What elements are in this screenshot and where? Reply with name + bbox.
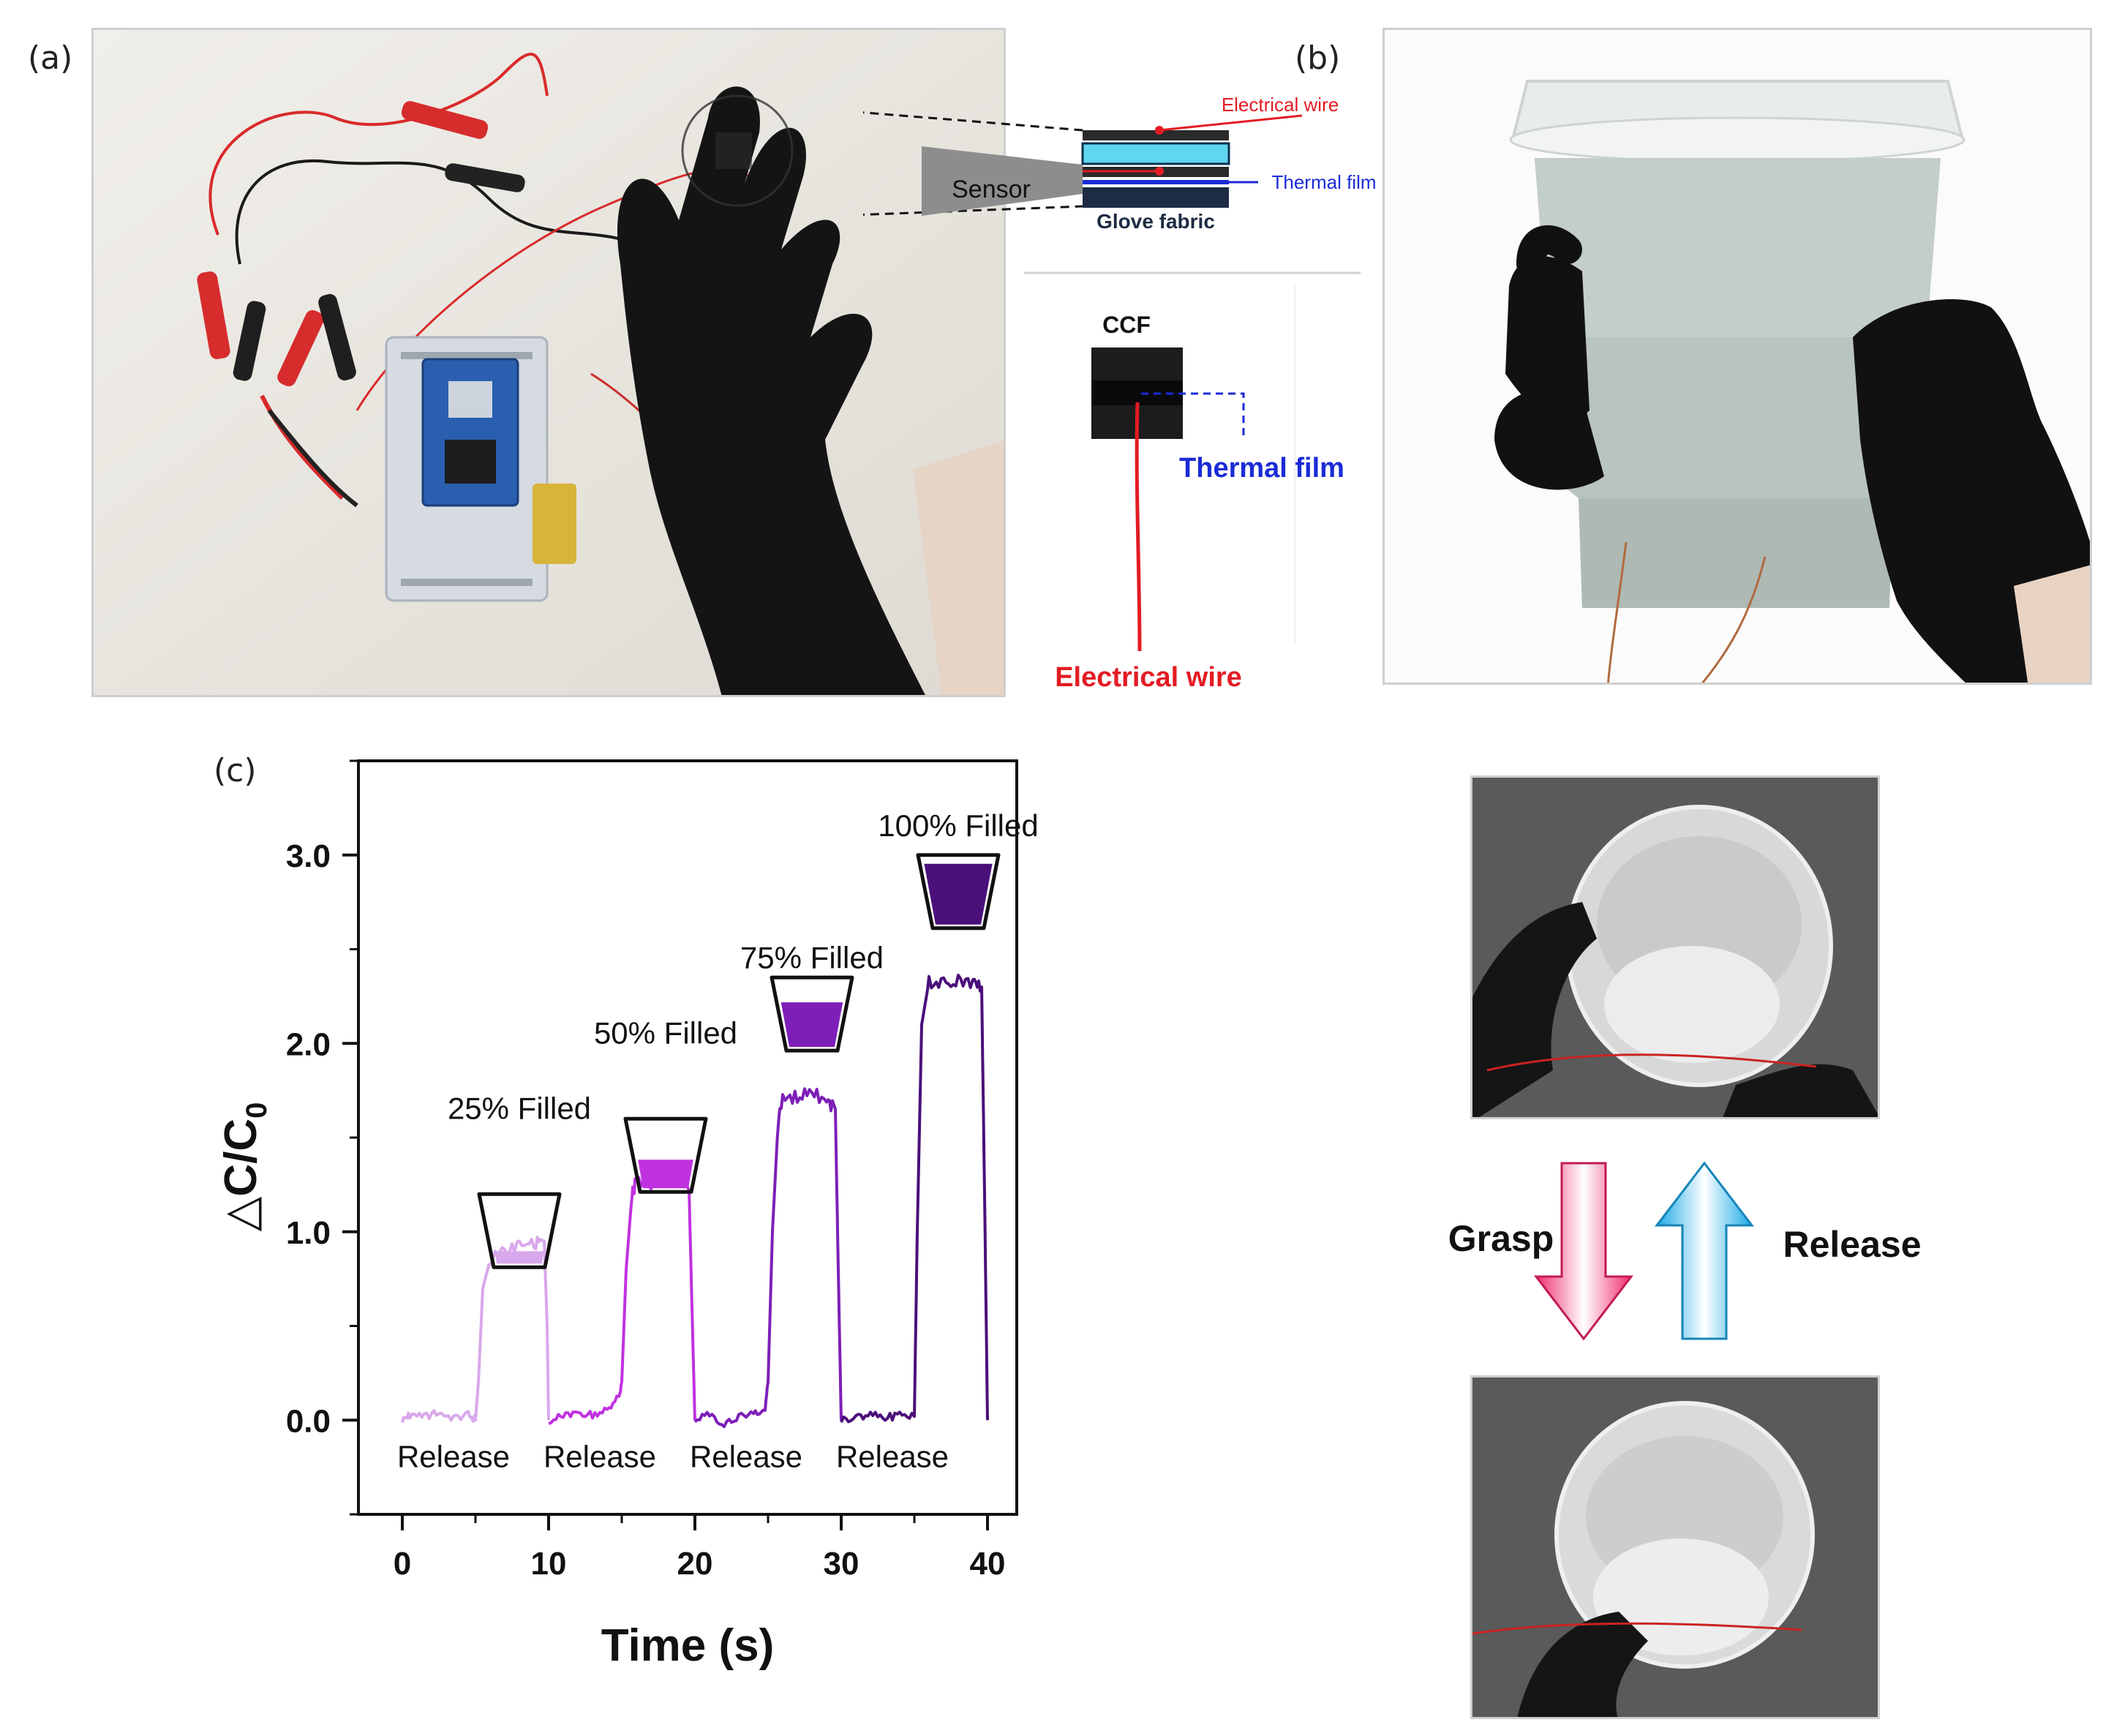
cup-fill-level xyxy=(780,1002,843,1048)
release-photo-illustration xyxy=(1472,1378,1878,1717)
glove-fabric-layer xyxy=(1083,187,1229,208)
chart-plot-area: 0 10 20 30 40 0.0 1.0 2.0 3.0 25% Filled 50% Fille… xyxy=(286,759,1039,1582)
series-line-4 xyxy=(840,974,989,1424)
grasp-label: Grasp xyxy=(1448,1218,1554,1259)
capacitance-chart: 0 10 20 30 40 0.0 1.0 2.0 3.0 25% Filled 50% Fille… xyxy=(216,759,1039,1671)
cup-fill-level xyxy=(638,1160,693,1189)
cup-icon xyxy=(623,1116,708,1194)
x-axis-label: Time (s) xyxy=(601,1620,775,1671)
glove-setup-illustration xyxy=(94,30,1004,695)
cup-icon xyxy=(916,853,1001,931)
release-label: Release xyxy=(397,1440,510,1474)
series-line-3 xyxy=(693,1087,843,1429)
top-electrode-layer xyxy=(1083,130,1229,140)
series-line-2 xyxy=(548,1169,696,1425)
grasp-release-arrows: Grasp Release xyxy=(1448,1161,1922,1341)
sensor-label: Sensor xyxy=(952,176,1031,203)
y-tick-label: 1.0 xyxy=(286,1215,331,1251)
fill-label: 50% Filled xyxy=(594,1015,737,1050)
grasp-photo xyxy=(1470,775,1880,1119)
panel-label-b: (b) xyxy=(1295,40,1341,77)
projection-line-top xyxy=(863,111,1083,132)
x-tick-label: 20 xyxy=(677,1546,713,1582)
y-tick-label: 2.0 xyxy=(286,1026,331,1062)
series-line-1 xyxy=(401,1236,550,1423)
sensor-schematic: Sensor Electrical wire Thermal film Glov… xyxy=(863,94,1375,693)
release-label: Release xyxy=(690,1440,802,1474)
release-arrow-label: Release xyxy=(1783,1224,1921,1265)
thermal-film-layer xyxy=(1083,180,1229,184)
thermal-film-layer-label: Thermal film xyxy=(1271,171,1375,193)
fill-label: 100% Filled xyxy=(878,808,1038,843)
panel-label-a: (a) xyxy=(28,40,73,77)
release-arrow-icon xyxy=(1654,1161,1755,1340)
ccf-electrical-wire xyxy=(1135,402,1142,652)
electrical-wire-layer-label: Electrical wire xyxy=(1222,94,1339,116)
projection-line-bottom xyxy=(863,205,1083,216)
release-label: Release xyxy=(543,1440,656,1474)
panel-label-c: (c) xyxy=(214,752,257,789)
ccf-electrical-wire-label: Electrical wire xyxy=(1055,662,1242,693)
release-photo xyxy=(1470,1375,1880,1719)
release-label: Release xyxy=(836,1440,949,1474)
y-tick-label: 0.0 xyxy=(286,1403,331,1439)
y-axis-label: △C/C0 xyxy=(216,1102,273,1232)
fill-label: 75% Filled xyxy=(740,940,884,974)
x-tick-label: 10 xyxy=(531,1546,567,1582)
cup-fill-level xyxy=(924,863,993,925)
x-tick-label: 30 xyxy=(824,1546,859,1582)
ccf-thermal-film-pointer xyxy=(1141,392,1245,439)
glove-fabric-label: Glove fabric xyxy=(1096,210,1215,233)
x-tick-label: 40 xyxy=(970,1546,1006,1582)
grasp-photo-illustration xyxy=(1472,778,1878,1117)
cup-icon xyxy=(770,975,854,1053)
cup-grasp-photo xyxy=(1382,28,2092,685)
x-tick-label: 0 xyxy=(394,1546,411,1582)
sensor-pointer xyxy=(922,146,1083,216)
ccf-thermal-film-label: Thermal film xyxy=(1179,453,1344,484)
glove-setup-photo xyxy=(91,28,1006,697)
cup-fill-level xyxy=(494,1251,544,1264)
cup-icon xyxy=(477,1192,562,1269)
grasp-arrow-icon xyxy=(1533,1162,1634,1341)
cup-grasp-illustration xyxy=(1494,80,2090,683)
wire-line-top xyxy=(1159,114,1303,132)
ccf-title: CCF xyxy=(1102,312,1151,338)
dielectric-layer xyxy=(1081,142,1230,165)
fill-label: 25% Filled xyxy=(448,1091,591,1125)
y-tick-label: 3.0 xyxy=(286,838,331,874)
